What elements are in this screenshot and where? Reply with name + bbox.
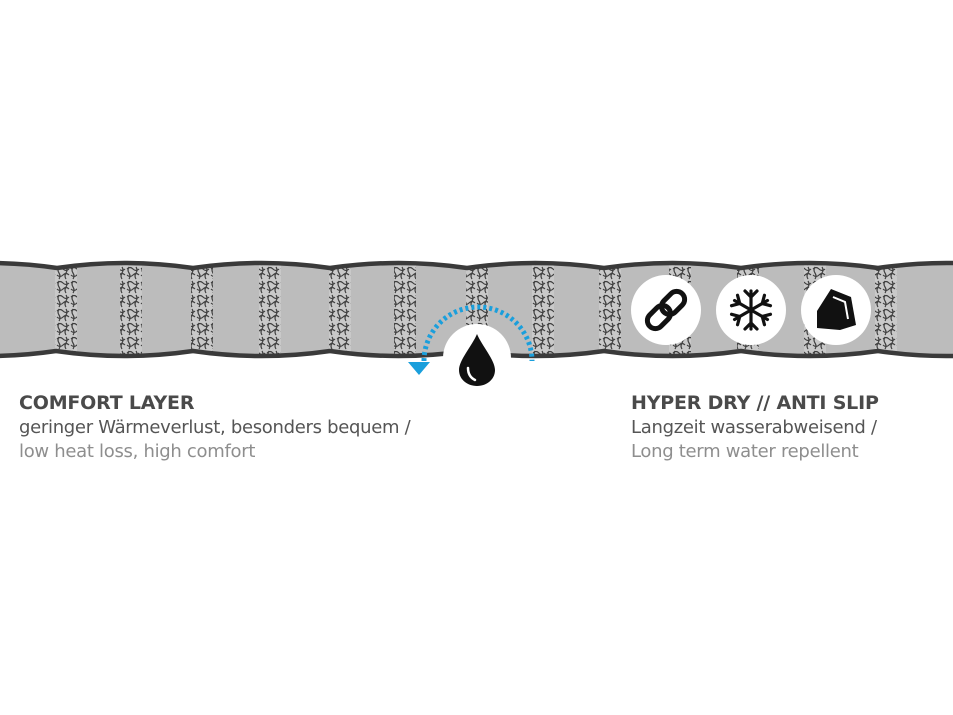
hyper-dry-description-en: Long term water repellent bbox=[631, 441, 859, 462]
insulation-stripe-2 bbox=[120, 263, 142, 356]
mat-outline bbox=[0, 260, 953, 359]
snowflake-icon bbox=[716, 275, 786, 345]
hyper-dry-description-de: Langzeit wasserabweisend / bbox=[631, 417, 877, 438]
hyper-dry-title: HYPER DRY // ANTI SLIP bbox=[631, 392, 879, 414]
insulation-stripe-13 bbox=[875, 263, 897, 356]
comfort-layer-title: COMFORT LAYER bbox=[19, 392, 195, 414]
water-drop-icon bbox=[443, 324, 511, 392]
insulation-stripe-8 bbox=[532, 263, 554, 356]
comfort-layer-description-de: geringer Wärmeverlust, besonders bequem … bbox=[19, 417, 411, 438]
hyper-dry-caption: HYPER DRY // ANTI SLIP Langzeit wasserab… bbox=[631, 391, 879, 464]
mat-cross-section bbox=[0, 260, 953, 359]
insulation-stripe-1 bbox=[55, 263, 77, 356]
shield-shape-icon bbox=[801, 275, 871, 345]
comfort-layer-description-en: low heat loss, high comfort bbox=[19, 441, 256, 462]
comfort-layer-caption: COMFORT LAYER geringer Wärmeverlust, bes… bbox=[19, 391, 411, 464]
insulation-stripe-9 bbox=[599, 263, 621, 356]
insulation-stripe-6 bbox=[394, 263, 416, 356]
chain-link-icon bbox=[631, 275, 701, 345]
moisture-transport-arrow bbox=[408, 304, 535, 375]
insulation-stripe-4 bbox=[259, 263, 281, 356]
insulation-stripe-3 bbox=[191, 263, 213, 356]
insulation-stripe-5 bbox=[329, 263, 351, 356]
